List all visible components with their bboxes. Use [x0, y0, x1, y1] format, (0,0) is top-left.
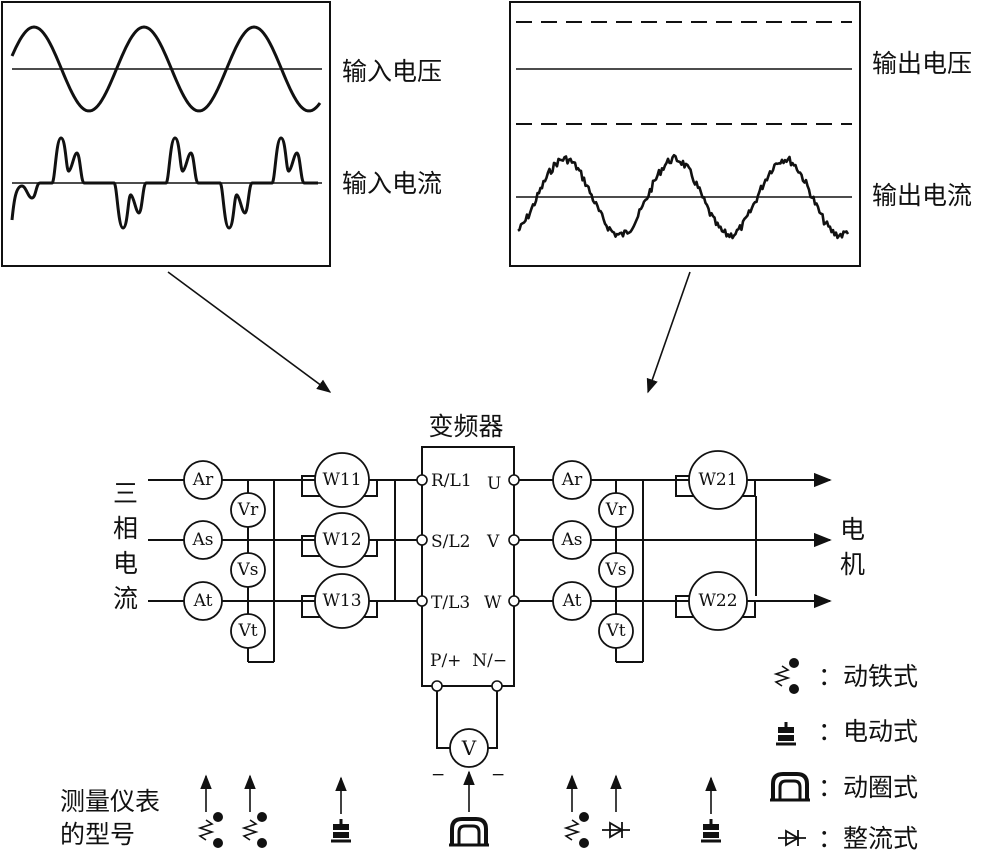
- legend-moving-coil-icon: [768, 772, 812, 802]
- voltmeter-vs-in-label: Vs: [236, 560, 258, 580]
- terminal-s-l2: S/L2: [431, 532, 470, 552]
- moving-iron-icon: [565, 811, 590, 849]
- input-voltage-label: 输入电压: [342, 57, 442, 86]
- input-current-label: 输入电流: [342, 169, 442, 198]
- motor-char: 机: [840, 550, 865, 579]
- legend-moving-iron-label: ：动铁式: [818, 662, 918, 691]
- source-char: 相: [113, 514, 138, 543]
- electrodynamic-icon: [329, 817, 353, 843]
- wattmeter-w12-label: W12: [322, 530, 361, 550]
- wattmeter-w13: [314, 573, 370, 629]
- ammeter-at-in-label: At: [193, 591, 213, 611]
- input-wiring: [148, 475, 420, 663]
- voltmeter-vr-in: [230, 492, 266, 528]
- moving-coil-icon: [447, 817, 491, 847]
- output-current-label: 输出电流: [872, 181, 972, 210]
- wattmeter-w21: [688, 450, 748, 510]
- motor-label: 电 机: [840, 515, 865, 579]
- terminal-v: V: [486, 532, 500, 552]
- meter-type-row: 测量仪表 的型号: [60, 770, 723, 849]
- motor-char: 电: [840, 515, 865, 544]
- input-voltmeters: Vr Vs Vt: [230, 492, 266, 649]
- rectifier-icon: [601, 821, 631, 839]
- legend-moving-iron-icon: [775, 657, 800, 695]
- wattmeter-w12: [314, 512, 370, 568]
- ammeter-at-out-label: At: [562, 591, 582, 611]
- voltmeter-vr-in-label: Vr: [237, 500, 259, 520]
- voltmeter-vs-out: [598, 552, 634, 588]
- output-ammeters: Ar As At: [552, 460, 592, 621]
- voltmeter-vt-out: [598, 613, 634, 649]
- source-char: 流: [113, 584, 138, 613]
- wattmeter-w13-label: W13: [322, 591, 361, 611]
- wattmeter-w21-label: W21: [698, 470, 737, 490]
- dc-voltmeter: [449, 728, 489, 768]
- moving-iron-icon: [243, 811, 268, 849]
- input-waveform-panel: [1, 1, 331, 267]
- legend-electrodynamic-icon: [774, 720, 798, 746]
- ammeter-as-in-label: As: [191, 530, 213, 550]
- dc-voltmeter-label: V: [461, 736, 477, 760]
- dc-minus-left: −: [431, 765, 445, 785]
- output-voltage-label: 输出电压: [872, 49, 972, 78]
- ammeter-at-out: [552, 581, 592, 621]
- output-wiring: [519, 472, 832, 663]
- dc-bus-voltmeter-group: V − −: [431, 691, 505, 785]
- scope-frame-left: [1, 1, 331, 267]
- voltmeter-vt-in-label: Vt: [237, 621, 257, 641]
- ammeter-at-in: [183, 581, 223, 621]
- ammeter-ar-in-label: Ar: [192, 470, 214, 490]
- inverter-box: [421, 446, 515, 687]
- legend-rectifier-icon: [777, 829, 807, 847]
- meter-type-title-1: 测量仪表: [60, 787, 160, 816]
- wattmeter-w22-label: W22: [698, 591, 737, 611]
- voltmeter-vt-in: [230, 613, 266, 649]
- terminal-u: U: [487, 474, 501, 494]
- moving-iron-icon: [199, 811, 224, 849]
- ammeter-as-out: [552, 520, 592, 560]
- inverter-title: 变频器: [428, 412, 503, 441]
- ammeter-as-in: [183, 520, 223, 560]
- terminal-w: W: [484, 593, 502, 613]
- electrodynamic-icon: [699, 817, 723, 843]
- wattmeter-w22: [688, 571, 748, 631]
- ammeter-as-out-label: As: [560, 530, 582, 550]
- meter-type-title-2: 的型号: [60, 820, 135, 849]
- terminal-r-l1: R/L1: [431, 471, 472, 491]
- input-wattmeters: W11 W12 W13: [314, 452, 370, 629]
- legend-moving-coil-label: ：动圈式: [818, 773, 918, 802]
- source-char: 三: [113, 479, 138, 508]
- voltmeter-vs-out-label: Vs: [604, 560, 626, 580]
- output-pointer-arrow: [646, 271, 691, 394]
- meter-type-legend: ：动铁式 ：电动式 ：动圈式 ：整流式: [768, 657, 918, 853]
- input-ammeters: Ar As At: [183, 460, 223, 621]
- output-wattmeters: W21 W22: [688, 450, 748, 631]
- dc-minus-right: −: [491, 765, 505, 785]
- input-pointer-arrow: [167, 271, 332, 393]
- scope-frame-right: [509, 1, 861, 267]
- wattmeter-w11: [314, 452, 370, 508]
- output-voltmeters: Vr Vs Vt: [598, 492, 634, 649]
- ammeter-ar-in: [183, 460, 223, 500]
- input-voltage-wave: [10, 25, 322, 113]
- voltmeter-vt-out-label: Vt: [605, 621, 625, 641]
- three-phase-source-label: 三 相 电 流: [113, 479, 138, 613]
- voltmeter-vs-in: [230, 552, 266, 588]
- voltmeter-vr-out-label: Vr: [605, 500, 627, 520]
- terminal-dc-bus: P/+ N/−: [430, 651, 507, 671]
- legend-electrodynamic-label: ：电动式: [818, 717, 918, 746]
- source-char: 电: [113, 549, 138, 578]
- ammeter-ar-out: [552, 460, 592, 500]
- output-current-wave: [517, 153, 850, 240]
- wattmeter-w11-label: W11: [322, 470, 361, 490]
- inverter-terminals: R/L1 S/L2 T/L3 U V W P/+ N/−: [416, 471, 520, 692]
- voltmeter-vr-out: [598, 492, 634, 528]
- ammeter-ar-out-label: Ar: [561, 470, 583, 490]
- terminal-t-l3: T/L3: [431, 593, 470, 613]
- legend-rectifier-label: ：整流式: [818, 824, 918, 853]
- input-current-wave: [10, 136, 318, 230]
- output-waveform-panel: [509, 1, 861, 267]
